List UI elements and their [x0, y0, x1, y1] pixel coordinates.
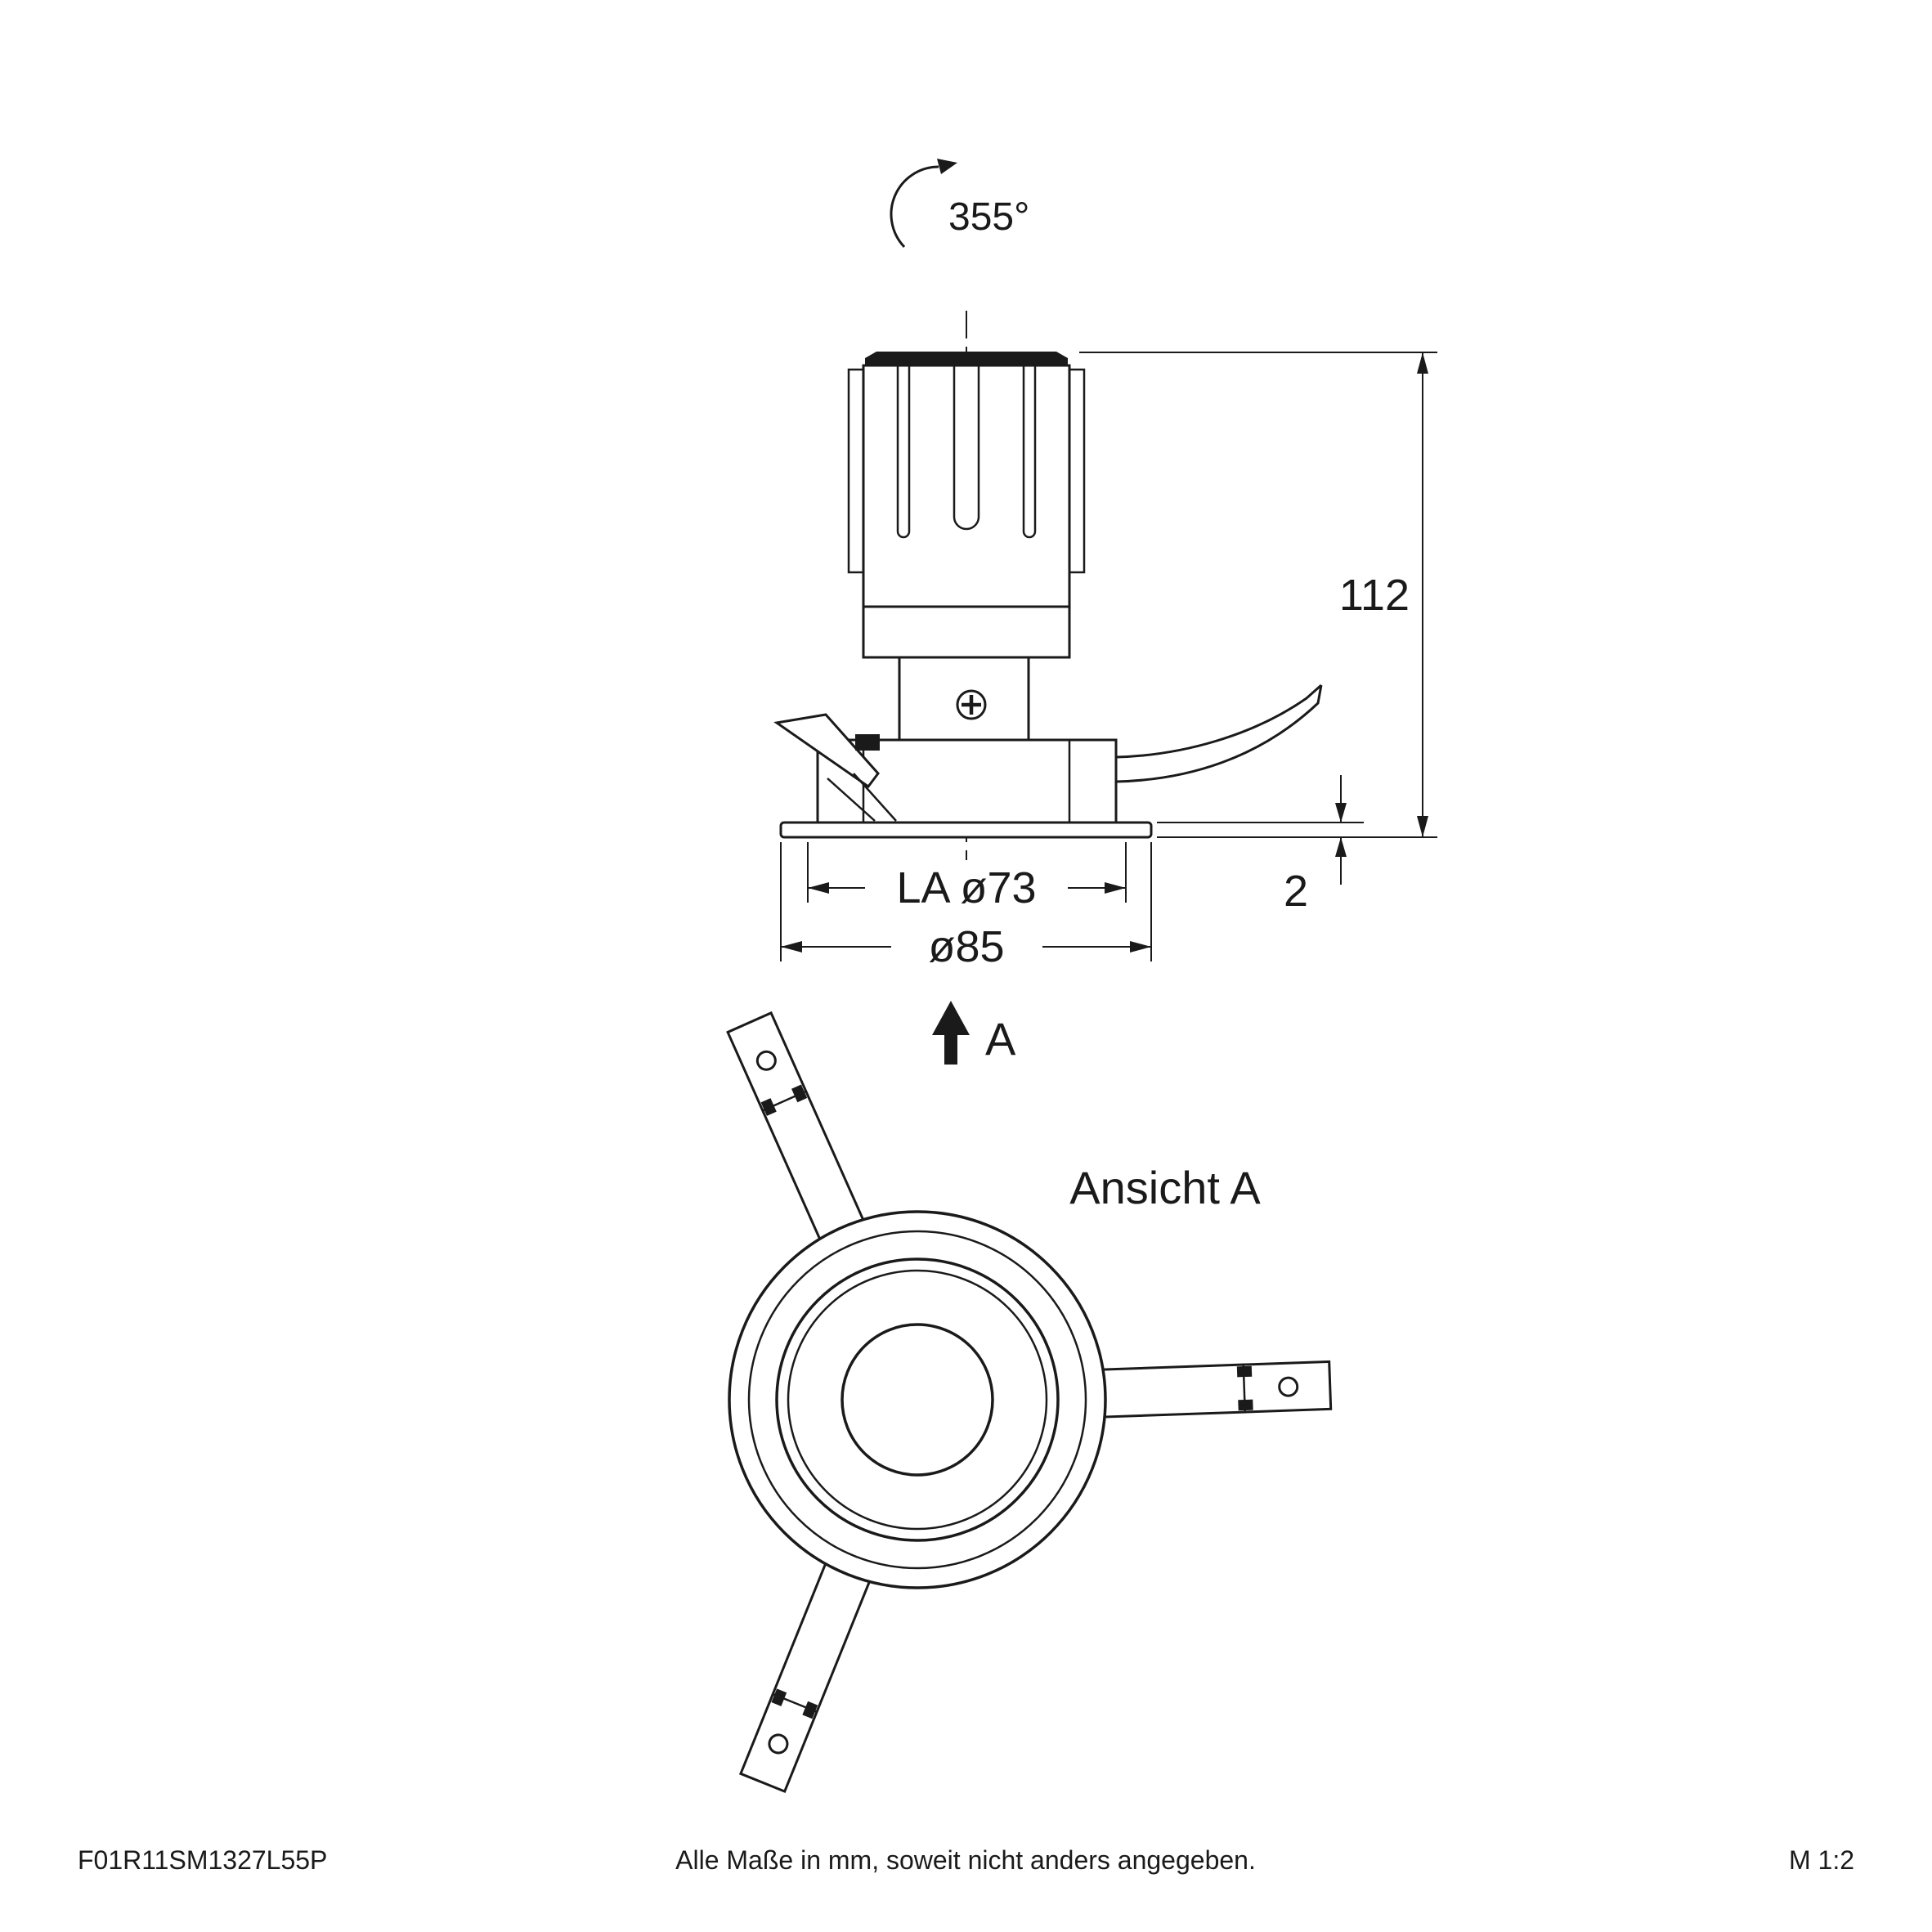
flange-thickness-label: 2 — [1284, 867, 1308, 916]
scale-label: M 1:2 — [1789, 1845, 1854, 1875]
view-arrow-icon — [932, 1001, 970, 1035]
trim-flange — [779, 821, 1153, 839]
dim-height-lines — [1079, 352, 1437, 838]
dim-height-arrow-bottom — [1417, 816, 1428, 837]
left-clip-catch — [855, 734, 880, 751]
dim-cutout-arrow-left — [808, 882, 829, 894]
view-direction-label: A — [985, 1013, 1016, 1065]
height-dimension-label: 112 — [1339, 571, 1410, 620]
lens-circle — [840, 1323, 994, 1477]
dim-thickness-arrow-up — [1335, 837, 1347, 857]
rotation-arrowhead-icon — [937, 159, 957, 174]
dimension-note: Alle Maße in mm, soweit nicht anders ang… — [675, 1845, 1256, 1875]
left-clip-lever — [773, 713, 880, 789]
bottom-view-drawing: Ansicht A — [726, 1011, 1333, 1793]
right-spring-upper — [1115, 684, 1322, 759]
dim-outer-arrow-right — [1130, 941, 1151, 953]
spring-arm-right — [1078, 1360, 1333, 1419]
trim-ring-inner-edge — [747, 1230, 1087, 1570]
dim-thickness-arrow-down — [1335, 803, 1347, 823]
dim-flange-thickness: 2 — [1157, 775, 1364, 916]
cutout-diameter-label: LA ø73 — [896, 863, 1036, 912]
footer: F01R11SM1327L55P Alle Maße in mm, soweit… — [78, 1845, 1854, 1875]
dim-cutout-arrow-right — [1105, 882, 1126, 894]
driver-housing — [862, 605, 1071, 659]
dim-height-arrow-top — [1417, 352, 1428, 374]
heatsink-body — [862, 364, 1071, 608]
heatsink-fin-left — [847, 368, 865, 574]
dim-thickness-lines — [1157, 775, 1364, 885]
dim-outer-lines — [780, 842, 1152, 962]
article-number: F01R11SM1327L55P — [78, 1845, 327, 1875]
heatsink-fin-right — [1068, 368, 1086, 574]
heatsink-slot-right — [1022, 365, 1037, 539]
outer-diameter-label: ø85 — [928, 922, 1004, 971]
dim-cutout: LA ø73 — [807, 842, 1127, 912]
dim-cutout-lines — [807, 842, 1127, 903]
dimensions: 112 2 LA ø73 ø85 — [780, 352, 1437, 971]
rotation-indicator: 355° — [890, 159, 1029, 249]
dim-outer: ø85 — [780, 842, 1152, 971]
view-direction-indicator: A — [932, 1001, 1016, 1065]
bezel-ring-outer — [775, 1257, 1060, 1542]
dim-height: 112 — [1079, 352, 1437, 838]
rotation-angle-label: 355° — [948, 195, 1029, 239]
heatsink-slot-left — [896, 365, 911, 539]
left-clip-spring — [827, 773, 897, 822]
right-spring-lower — [1115, 684, 1323, 783]
trim-ring-outer — [728, 1210, 1107, 1589]
view-arrow-stem — [944, 1035, 957, 1065]
screw-cross-icon — [962, 695, 981, 715]
bezel-ring-inner — [787, 1269, 1048, 1531]
rotation-arc-arrow-icon — [890, 165, 939, 249]
dim-outer-arrow-left — [781, 941, 802, 953]
side-view-drawing — [773, 311, 1323, 860]
view-a-title: Ansicht A — [1069, 1162, 1261, 1213]
heatsink-center-slot — [953, 365, 980, 531]
spring-arm-lower-left — [739, 1541, 880, 1793]
heatsink-top-cap — [865, 352, 1068, 365]
